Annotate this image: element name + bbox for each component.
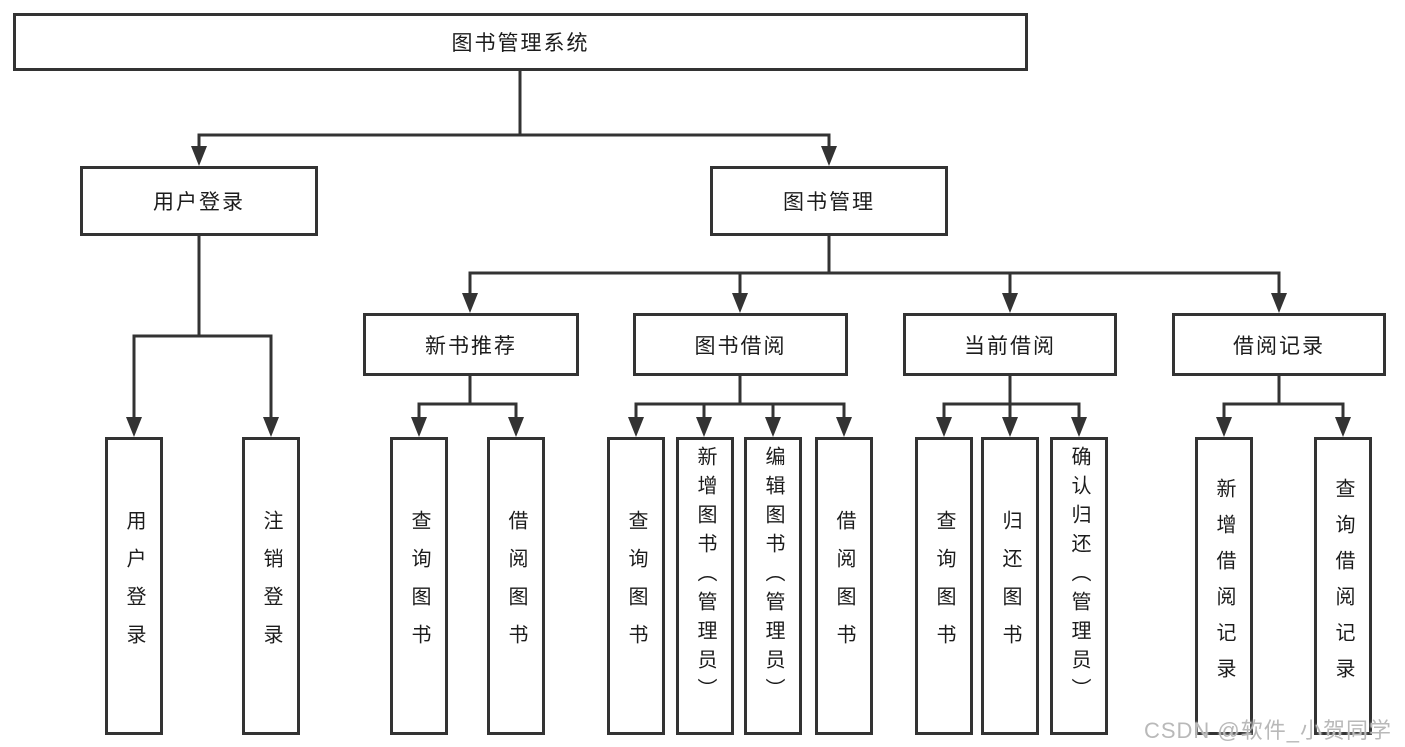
- leaf-records-add-record: 新增借阅记录: [1195, 437, 1253, 735]
- leaf-user-login-label: 用户登录: [123, 510, 145, 662]
- node-new-book-recommend-label: 新书推荐: [425, 334, 517, 358]
- node-root: 图书管理系统: [13, 13, 1028, 71]
- leaf-logout: 注销登录: [242, 437, 300, 735]
- arrowhead-icons: [126, 146, 1351, 437]
- leaf-borrow-borrow-books: 借阅图书: [815, 437, 873, 735]
- leaf-borrow-borrow-books-label: 借阅图书: [833, 510, 855, 662]
- leaf-records-add-record-label: 新增借阅记录: [1213, 478, 1235, 694]
- leaf-recommend-borrow-books-label: 借阅图书: [505, 510, 527, 662]
- leaf-records-query-record: 查询借阅记录: [1314, 437, 1372, 735]
- leaf-current-query-books-label: 查询图书: [933, 510, 955, 662]
- leaf-borrow-edit-books-admin: 编辑图书（管理员）: [744, 437, 802, 735]
- node-user-login: 用户登录: [80, 166, 318, 236]
- node-root-label: 图书管理系统: [451, 32, 590, 55]
- leaf-current-confirm-return-admin-label: 确认归还（管理员）: [1068, 446, 1090, 707]
- leaf-user-login: 用户登录: [105, 437, 163, 735]
- leaf-borrow-query-books-label: 查询图书: [625, 510, 647, 662]
- node-book-management-label: 图书管理: [783, 191, 875, 214]
- node-current-borrow-label: 当前借阅: [964, 334, 1056, 358]
- leaf-recommend-query-books: 查询图书: [390, 437, 448, 735]
- leaf-borrow-add-books-admin: 新增图书（管理员）: [676, 437, 734, 735]
- leaf-borrow-query-books: 查询图书: [607, 437, 665, 735]
- node-book-borrow: 图书借阅: [633, 313, 848, 376]
- csdn-watermark: CSDN @软件_小贺同学: [1143, 718, 1392, 743]
- node-new-book-recommend: 新书推荐: [363, 313, 579, 376]
- leaf-recommend-query-books-label: 查询图书: [408, 510, 430, 662]
- leaf-records-query-record-label: 查询借阅记录: [1332, 478, 1354, 694]
- node-current-borrow: 当前借阅: [903, 313, 1117, 376]
- node-book-management: 图书管理: [710, 166, 948, 236]
- leaf-current-query-books: 查询图书: [915, 437, 973, 735]
- leaf-current-return-books: 归还图书: [981, 437, 1039, 735]
- leaf-borrow-edit-books-admin-label: 编辑图书（管理员）: [762, 446, 784, 707]
- leaf-current-return-books-label: 归还图书: [999, 510, 1021, 662]
- node-borrow-records-label: 借阅记录: [1233, 334, 1325, 358]
- node-borrow-records: 借阅记录: [1172, 313, 1386, 376]
- connector-lines: [132, 68, 1345, 422]
- leaf-recommend-borrow-books: 借阅图书: [487, 437, 545, 735]
- leaf-logout-label: 注销登录: [260, 510, 282, 662]
- leaf-borrow-add-books-admin-label: 新增图书（管理员）: [694, 446, 716, 707]
- node-user-login-label: 用户登录: [153, 191, 245, 214]
- node-book-borrow-label: 图书借阅: [694, 334, 787, 358]
- leaf-current-confirm-return-admin: 确认归还（管理员）: [1050, 437, 1108, 735]
